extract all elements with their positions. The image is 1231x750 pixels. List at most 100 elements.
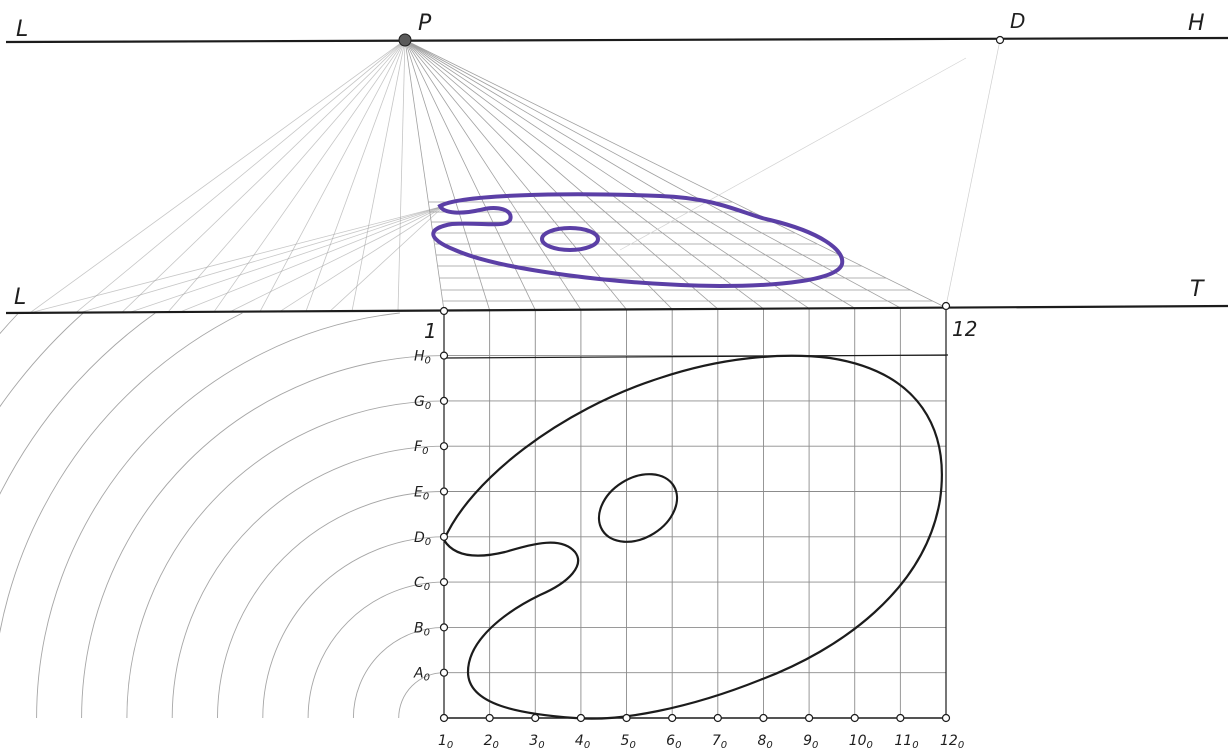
vanishing-ray — [404, 39, 901, 309]
row-point-marker — [439, 351, 449, 360]
diagonal-line — [619, 57, 967, 251]
vanishing-ray — [29, 39, 406, 314]
horizon-right-label: H — [1188, 11, 1205, 36]
row-label: H0 — [414, 349, 431, 367]
ground-right-label: T — [1190, 277, 1205, 302]
ground-mark-end — [941, 301, 951, 311]
vanishing-rays — [29, 39, 947, 314]
ground-mark-start — [439, 306, 449, 316]
row-point-marker — [439, 623, 449, 632]
vanishing-ray — [404, 39, 627, 310]
column-label-subscript: 0 — [812, 740, 818, 750]
vanishing-point-marker — [398, 33, 412, 47]
row-point-marker — [439, 442, 449, 451]
vanishing-ray — [213, 39, 406, 313]
construction-arc — [352, 626, 445, 719]
ground-end-label: 12 — [952, 317, 977, 341]
vanishing-ray — [404, 39, 947, 308]
palette-perspective-thumbhole — [540, 226, 600, 252]
row-label-subscript: 0 — [424, 582, 430, 593]
construction-arc — [0, 312, 19, 335]
distance-point-label: D — [1010, 9, 1025, 33]
construction-arc — [81, 355, 445, 719]
construction-arc — [217, 491, 445, 719]
column-label: 60 — [666, 733, 681, 750]
row-point-marker — [439, 487, 449, 496]
distance-line — [945, 39, 1001, 307]
column-label: 120 — [940, 733, 964, 750]
row-label-subscript: 0 — [424, 673, 430, 684]
row-label: C0 — [414, 575, 430, 593]
column-label-subscript: 0 — [493, 740, 499, 750]
horizon-left-label: L — [16, 17, 28, 42]
distance-point-marker — [995, 35, 1005, 45]
column-label: 110 — [894, 733, 918, 750]
construction-arc — [398, 672, 445, 719]
ground-start-label: 1 — [424, 319, 437, 343]
row-label-subscript: 0 — [425, 356, 431, 367]
column-point-marker — [531, 713, 540, 723]
vanishing-ray — [404, 39, 719, 310]
column-label-subscript: 0 — [766, 740, 772, 750]
vanishing-ray — [404, 39, 855, 309]
row-point-marker — [439, 668, 449, 677]
column-point-marker — [622, 713, 631, 723]
column-label-subscript: 0 — [629, 740, 635, 750]
column-label: 90 — [803, 733, 818, 750]
vanishing-ray — [75, 39, 406, 313]
vanishing-ray — [121, 39, 406, 313]
column-label-subscript: 0 — [721, 740, 727, 750]
construction-arc — [171, 445, 445, 719]
horizon-line — [5, 36, 1229, 44]
vanishing-ray — [404, 39, 810, 309]
row-label: G0 — [414, 394, 431, 412]
row-label-subscript: 0 — [424, 627, 430, 638]
construction-arcs — [0, 312, 445, 719]
row-label: F0 — [414, 439, 428, 457]
vanishing-ray — [351, 39, 406, 312]
vanishing-ray — [397, 39, 406, 311]
row-label: E0 — [414, 485, 429, 503]
row-point-marker — [439, 396, 449, 405]
column-label-subscript: 0 — [447, 740, 453, 750]
vanishing-ray — [404, 39, 764, 309]
perspective-grid — [29, 201, 933, 314]
row-label: A0 — [413, 666, 430, 684]
row-label-subscript: 0 — [425, 537, 431, 548]
vanishing-ray — [404, 39, 673, 310]
row-label: D0 — [414, 530, 431, 548]
vanishing-ray — [404, 39, 491, 311]
plan-top-edge — [443, 354, 949, 359]
column-point-marker — [668, 713, 677, 723]
column-label-subscript: 0 — [584, 740, 590, 750]
vanishing-ray — [404, 39, 445, 311]
construction-arc — [0, 312, 84, 408]
column-label: 40 — [575, 733, 590, 750]
construction-arc — [0, 312, 156, 495]
column-point-marker — [713, 713, 722, 723]
column-label: 20 — [484, 733, 499, 750]
column-label-subscript: 0 — [867, 740, 873, 750]
row-point-marker — [439, 532, 449, 541]
column-label: 30 — [529, 733, 544, 750]
vanishing-point-label: P — [418, 11, 432, 36]
vanishing-ray — [167, 39, 406, 313]
row-label-subscript: 0 — [425, 401, 431, 412]
column-label-subscript: 0 — [912, 740, 918, 750]
perspective-diagonal — [329, 205, 445, 312]
perspective-diagonal — [279, 205, 445, 312]
row-label-subscript: 0 — [423, 492, 429, 503]
column-point-marker — [759, 713, 768, 723]
ground-line — [5, 304, 1229, 315]
perspective-diagonal — [29, 205, 445, 314]
column-point-marker — [896, 713, 905, 723]
construction-arc — [307, 581, 445, 719]
column-label: 70 — [712, 733, 727, 750]
row-label-subscript: 0 — [422, 446, 428, 457]
row-label: B0 — [414, 620, 430, 638]
column-label-subscript: 0 — [538, 740, 544, 750]
palette-plan-thumbhole — [597, 473, 679, 543]
perspective-diagonal — [179, 205, 445, 313]
